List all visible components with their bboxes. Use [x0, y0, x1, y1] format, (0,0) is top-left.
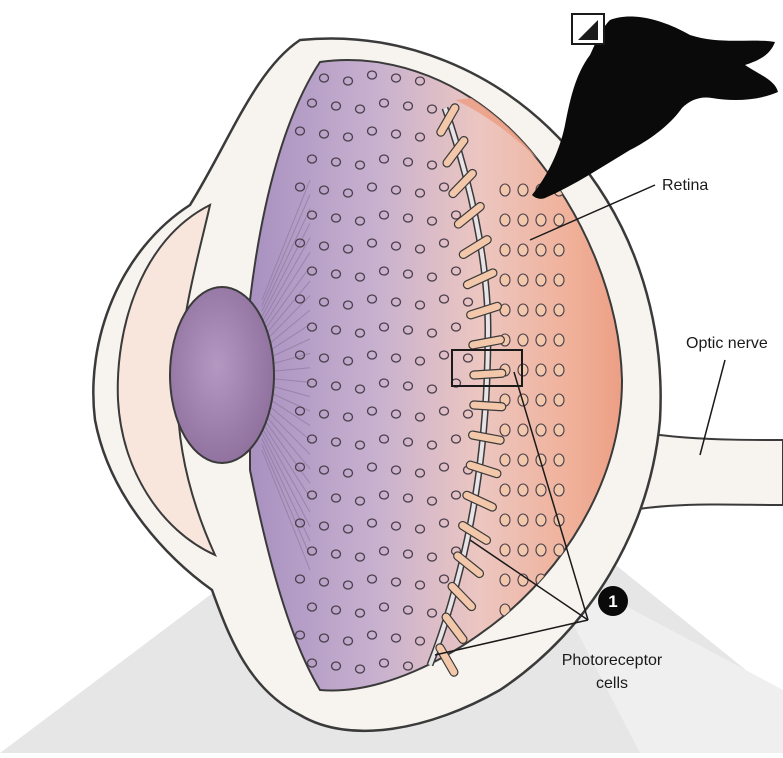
outer-cell-dot — [536, 334, 546, 346]
outer-cell-dot — [500, 574, 510, 586]
photoreceptor-rod — [470, 369, 506, 379]
outer-cell-dot — [554, 394, 564, 406]
outer-cell-dot — [518, 244, 528, 256]
outer-cell-dot — [554, 454, 564, 466]
outer-cell-dot — [518, 304, 528, 316]
outer-cell-dot — [500, 454, 510, 466]
bird-silhouette-icon — [532, 16, 778, 198]
outer-cell-dot — [554, 304, 564, 316]
outer-cell-dot — [518, 214, 528, 226]
outer-cell-dot — [554, 274, 564, 286]
photoreceptor-label-line2: cells — [596, 675, 628, 692]
outer-cell-dot — [500, 484, 510, 496]
outer-cell-dot — [536, 364, 546, 376]
outer-cell-dot — [536, 244, 546, 256]
outer-cell-dot — [518, 454, 528, 466]
outer-cell-dot — [554, 214, 564, 226]
outer-cell-dot — [536, 544, 546, 556]
outer-cell-dot — [554, 424, 564, 436]
outer-cell-dot — [500, 244, 510, 256]
outer-cell-dot — [536, 424, 546, 436]
optic-nerve-label: Optic nerve — [686, 335, 768, 352]
outer-cell-dot — [518, 484, 528, 496]
outer-cell-dot — [554, 244, 564, 256]
lens — [170, 287, 274, 463]
photoreceptor-rod — [470, 401, 506, 411]
outer-cell-dot — [536, 394, 546, 406]
retina-label: Retina — [662, 177, 708, 194]
outer-cell-dot — [500, 544, 510, 556]
outer-cell-dot — [518, 184, 528, 196]
outer-cell-dot — [518, 334, 528, 346]
outer-cell-dot — [500, 424, 510, 436]
outer-cell-dot — [536, 214, 546, 226]
light-indicator-icon — [572, 14, 604, 44]
outer-cell-dot — [536, 274, 546, 286]
outer-cell-dot — [536, 304, 546, 316]
outer-cell-dot — [554, 484, 564, 496]
outer-cell-dot — [500, 514, 510, 526]
outer-cell-dot — [554, 334, 564, 346]
outer-cell-dot — [518, 274, 528, 286]
step-badge: 1 — [598, 586, 628, 616]
outer-cell-dot — [518, 514, 528, 526]
step-number: 1 — [608, 592, 617, 611]
outer-cell-dot — [500, 274, 510, 286]
outer-cell-dot — [500, 184, 510, 196]
outer-cell-dot — [518, 544, 528, 556]
outer-cell-dot — [518, 424, 528, 436]
photoreceptor-label-line1: Photoreceptor — [562, 652, 663, 669]
outer-cell-dot — [536, 514, 546, 526]
outer-cell-dot — [536, 484, 546, 496]
outer-cell-dot — [500, 214, 510, 226]
outer-cell-dot — [554, 364, 564, 376]
